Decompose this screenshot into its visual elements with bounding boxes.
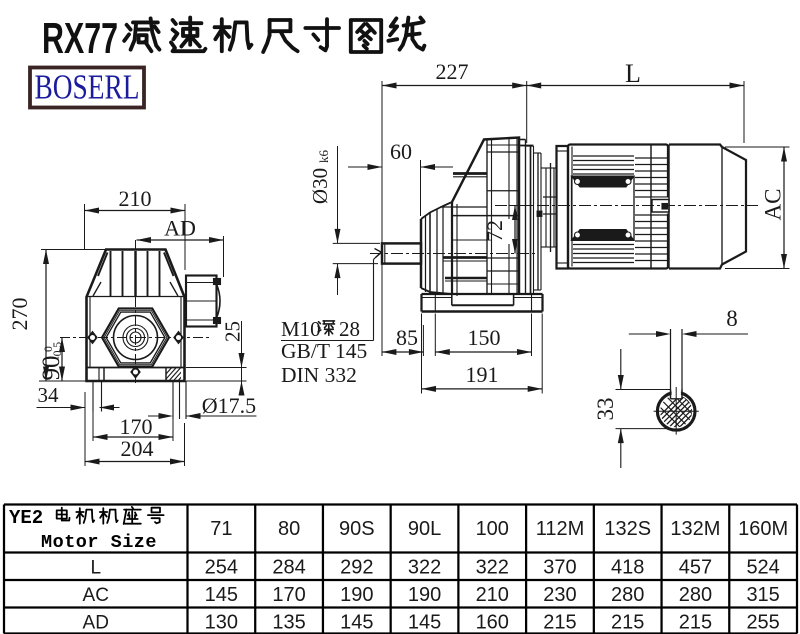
svg-text:100: 100: [476, 518, 509, 540]
svg-text:130: 130: [205, 612, 238, 634]
svg-text:DIN 332: DIN 332: [281, 363, 357, 387]
svg-text:25: 25: [221, 321, 245, 342]
svg-text:-0.5: -0.5: [52, 342, 64, 360]
svg-text:160: 160: [476, 612, 509, 634]
svg-text:145: 145: [205, 584, 238, 606]
svg-text:160M: 160M: [738, 518, 788, 540]
svg-text:80: 80: [278, 518, 300, 540]
svg-text:28: 28: [339, 317, 360, 341]
svg-text:60: 60: [390, 139, 412, 164]
svg-text:270: 270: [7, 298, 32, 331]
svg-text:190: 190: [408, 584, 441, 606]
svg-text:8: 8: [726, 306, 738, 331]
svg-text:150: 150: [468, 325, 501, 350]
svg-text:215: 215: [611, 612, 644, 634]
svg-text:210: 210: [476, 584, 509, 606]
svg-text:135: 135: [272, 612, 305, 634]
svg-text:RX77: RX77: [42, 14, 118, 63]
svg-text:Ø30: Ø30: [308, 168, 332, 204]
svg-text:145: 145: [340, 612, 373, 634]
svg-text:AD: AD: [164, 216, 196, 241]
svg-text:210: 210: [119, 186, 152, 211]
svg-text:34: 34: [38, 383, 60, 407]
svg-text:71: 71: [210, 518, 232, 540]
svg-text:L: L: [90, 558, 101, 579]
svg-text:457: 457: [679, 557, 712, 579]
svg-text:0: 0: [43, 346, 55, 352]
svg-text:90L: 90L: [408, 518, 441, 540]
svg-text:L: L: [625, 59, 641, 88]
svg-text:85: 85: [396, 325, 418, 350]
svg-text:191: 191: [466, 362, 499, 387]
svg-text:90S: 90S: [339, 518, 375, 540]
svg-text:315: 315: [746, 584, 779, 606]
svg-text:280: 280: [611, 584, 644, 606]
svg-text:112M: 112M: [536, 518, 585, 540]
svg-text:254: 254: [205, 557, 238, 579]
svg-text:145: 145: [408, 612, 441, 634]
svg-text:M10: M10: [281, 317, 321, 341]
svg-text:255: 255: [746, 612, 779, 634]
svg-text:284: 284: [272, 557, 305, 579]
svg-text:418: 418: [611, 557, 644, 579]
svg-text:132S: 132S: [604, 518, 651, 540]
svg-text:322: 322: [408, 557, 441, 579]
svg-text:72: 72: [482, 220, 507, 242]
svg-text:132M: 132M: [670, 518, 720, 540]
svg-text:190: 190: [340, 584, 373, 606]
svg-text:GB/T 145: GB/T 145: [281, 339, 367, 363]
svg-text:Motor Size: Motor Size: [41, 532, 157, 553]
svg-text:322: 322: [476, 557, 509, 579]
svg-text:33: 33: [593, 398, 618, 421]
svg-text:524: 524: [746, 557, 779, 579]
svg-text:Ø17.5: Ø17.5: [202, 393, 256, 418]
svg-text:227: 227: [436, 59, 469, 84]
svg-text:215: 215: [679, 612, 712, 634]
svg-text:230: 230: [543, 584, 576, 606]
svg-text:AD: AD: [83, 613, 109, 634]
svg-text:90: 90: [38, 356, 65, 381]
svg-text:AC: AC: [83, 585, 109, 606]
svg-text:BOSERL: BOSERL: [35, 68, 140, 107]
svg-text:170: 170: [272, 584, 305, 606]
svg-text:280: 280: [679, 584, 712, 606]
svg-text:170: 170: [120, 414, 153, 439]
svg-text:292: 292: [340, 557, 373, 579]
svg-text:204: 204: [121, 436, 154, 461]
svg-text:370: 370: [543, 557, 576, 579]
svg-text:k6: k6: [316, 150, 331, 164]
svg-text:215: 215: [543, 612, 576, 634]
svg-text:YE2: YE2: [9, 507, 43, 529]
svg-text:AC: AC: [761, 189, 786, 221]
